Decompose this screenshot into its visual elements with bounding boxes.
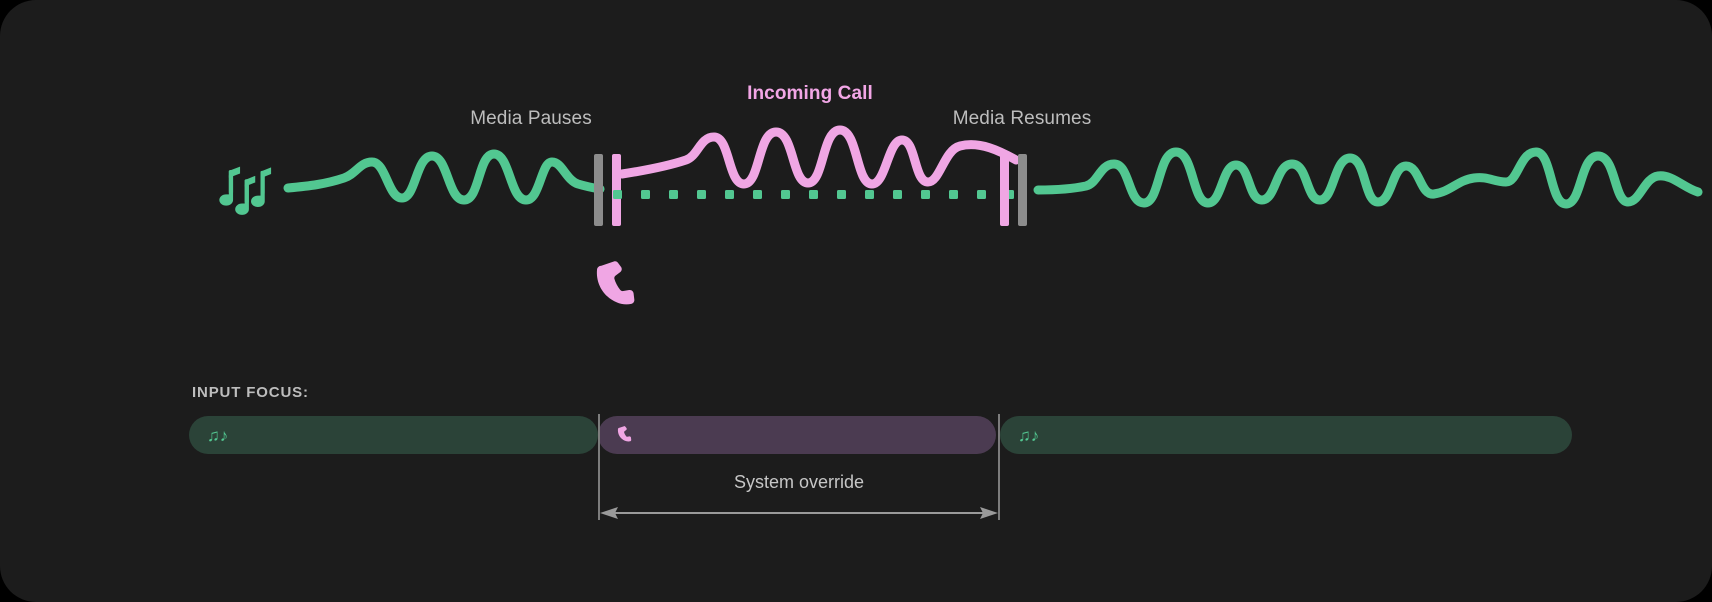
timeline-graphics	[219, 125, 1703, 305]
focus-bar-media-right[interactable]: ♫♪	[1000, 416, 1572, 454]
resume-marker-gray-bar	[1018, 154, 1027, 226]
phone-icon	[596, 261, 635, 305]
phone-icon	[616, 425, 633, 445]
override-arrow-head-right	[980, 507, 998, 519]
input-focus-title: INPUT FOCUS:	[192, 384, 309, 401]
input-focus-section: INPUT FOCUS: ♫♪ ♫♪ System override	[0, 330, 1712, 602]
media-waveform-after	[1033, 147, 1703, 209]
media-paused-dotted-baseline	[613, 190, 1014, 199]
music-notes-icon: ♫♪	[1018, 425, 1040, 445]
label-media-pauses: Media Pauses	[470, 108, 592, 129]
override-arrow-head-left	[600, 507, 618, 519]
focus-bar-call[interactable]	[598, 416, 996, 454]
system-override-label: System override	[733, 472, 865, 492]
focus-bar-media-left[interactable]: ♫♪	[189, 416, 598, 454]
music-notes-icon: ♫♪	[207, 425, 229, 445]
incoming-call-waveform	[617, 125, 1021, 189]
audio-timeline: Media Pauses Incoming Call Media Resumes	[219, 83, 1703, 305]
media-waveform-before	[283, 149, 605, 205]
resume-marker-pink-bar	[1000, 154, 1009, 226]
pause-marker-gray-bar	[594, 154, 603, 226]
system-override-bracket	[598, 414, 1000, 520]
music-notes-icon	[219, 166, 272, 215]
label-media-resumes: Media Resumes	[952, 108, 1092, 129]
label-incoming-call: Incoming Call	[747, 83, 873, 104]
